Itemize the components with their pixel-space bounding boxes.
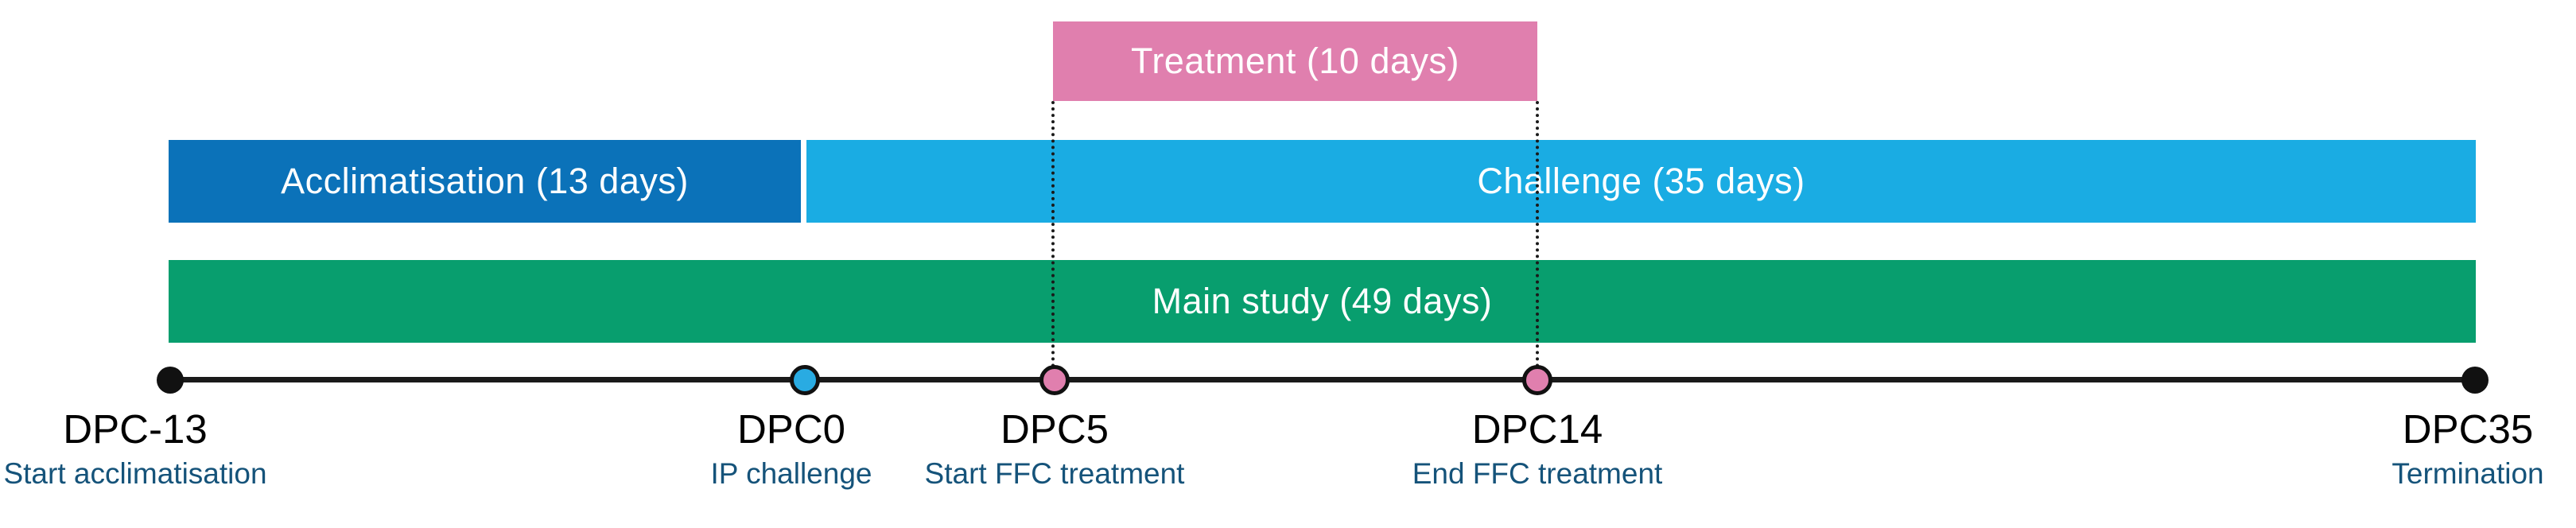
challenge-bar: Challenge (35 days) xyxy=(806,140,2476,223)
timeline-tick-dpc-13: DPC-13 Start acclimatisation xyxy=(3,406,267,491)
tick-label-dpc5: DPC5 xyxy=(1000,406,1109,452)
timeline-marker-dpc14 xyxy=(1522,365,1552,395)
tick-sublabel-end-ffc-treatment: End FFC treatment xyxy=(1412,457,1663,491)
dotted-connector-dpc14 xyxy=(1536,101,1539,380)
timeline-tick-dpc5: DPC5 Start FFC treatment xyxy=(924,406,1185,491)
treatment-bar: Treatment (10 days) xyxy=(1053,21,1537,101)
dotted-connector-dpc5 xyxy=(1051,101,1055,380)
tick-sublabel-ip-challenge: IP challenge xyxy=(710,457,872,491)
tick-sublabel-termination: Termination xyxy=(2391,457,2544,491)
tick-sublabel-start-ffc-treatment: Start FFC treatment xyxy=(924,457,1185,491)
timeline-axis xyxy=(170,377,2475,382)
main-study-bar-label: Main study (49 days) xyxy=(1152,281,1493,321)
tick-sublabel-start-acclimatisation: Start acclimatisation xyxy=(3,457,267,491)
treatment-bar-label: Treatment (10 days) xyxy=(1131,41,1459,81)
tick-label-dpc-13: DPC-13 xyxy=(63,406,208,452)
tick-label-dpc35: DPC35 xyxy=(2402,406,2534,452)
tick-label-dpc14: DPC14 xyxy=(1471,406,1603,452)
timeline-marker-dpc5 xyxy=(1039,365,1070,395)
timeline-tick-dpc35: DPC35 Termination xyxy=(2391,406,2544,491)
acclimatisation-bar: Acclimatisation (13 days) xyxy=(169,140,801,223)
timeline-tick-dpc14: DPC14 End FFC treatment xyxy=(1412,406,1663,491)
challenge-bar-label: Challenge (35 days) xyxy=(1477,161,1805,201)
timeline-tick-dpc0: DPC0 IP challenge xyxy=(710,406,872,491)
timeline-marker-dpc0 xyxy=(790,365,820,395)
timeline-marker-dpc35 xyxy=(2461,367,2489,394)
timeline-marker-dpc-13 xyxy=(157,367,184,394)
main-study-bar: Main study (49 days) xyxy=(169,260,2476,343)
acclimatisation-bar-label: Acclimatisation (13 days) xyxy=(281,161,689,201)
tick-label-dpc0: DPC0 xyxy=(736,406,846,452)
